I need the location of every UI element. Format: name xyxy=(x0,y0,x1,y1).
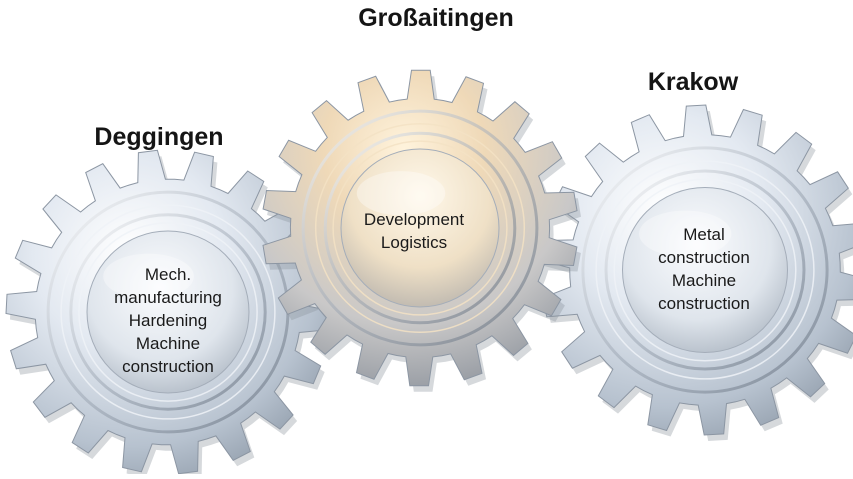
gear-label-deggingen: Mech. manufacturing Hardening Machine co… xyxy=(114,263,222,378)
gear-label-krakow: Metal construction Machine construction xyxy=(658,223,750,315)
site-title-krakow: Krakow xyxy=(647,68,739,96)
site-title-deggingen: Deggingen xyxy=(94,123,224,151)
gear-krakow xyxy=(539,104,853,441)
gear-deggingen xyxy=(5,149,334,479)
gear-label-line: Hardening xyxy=(128,311,208,330)
gear-grossaitingen xyxy=(262,69,581,392)
gear-label-line: construction xyxy=(658,294,750,313)
gear-label-line: Metal xyxy=(683,225,725,244)
gear-label-line: construction xyxy=(122,357,214,376)
gear-label-line: manufacturing xyxy=(114,288,222,307)
site-title-grossaitingen: Großaitingen xyxy=(358,4,514,32)
gear-label-line: Development xyxy=(363,210,465,229)
gear-label-line: Mech. xyxy=(144,265,192,284)
gear-label-line: Machine xyxy=(135,334,201,353)
gear-label-grossaitingen: Development Logistics xyxy=(364,208,464,254)
gear-label-line: Machine xyxy=(671,271,737,290)
gear-label-line: construction xyxy=(658,248,750,267)
gear-label-line: Logistics xyxy=(380,233,448,252)
